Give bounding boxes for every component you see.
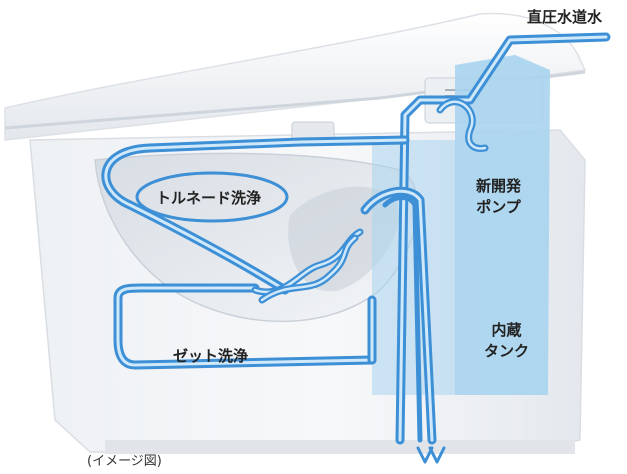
label-tornado-wash: トルネード洗浄	[156, 189, 262, 207]
tornado-loop	[101, 135, 410, 295]
diverter	[360, 186, 437, 445]
label-tank-line2: タンク	[484, 342, 530, 360]
tornado-ellipse	[135, 171, 289, 223]
label-new-pump-line2: ポンプ	[476, 198, 521, 216]
jet-loop	[113, 283, 377, 370]
water-pipes	[101, 32, 611, 464]
label-new-pump-line1: 新開発	[476, 177, 522, 195]
label-tank: 内蔵 タンク	[484, 320, 529, 362]
base-floor	[105, 440, 575, 454]
pump-tank-housing	[455, 55, 550, 395]
junction-swirl	[436, 98, 489, 152]
label-new-pump: 新開発 ポンプ	[476, 176, 521, 218]
label-tank-line1: 内蔵	[491, 321, 522, 339]
label-jet-wash: ゼット洗浄	[173, 347, 249, 365]
down-arrow-icon	[416, 446, 446, 464]
label-direct-water: 直圧水道水	[527, 8, 603, 26]
jet-spiral	[251, 228, 364, 304]
tank-area	[372, 55, 550, 395]
supply-pipe	[395, 32, 611, 445]
caption: (イメージ図)	[87, 454, 162, 469]
